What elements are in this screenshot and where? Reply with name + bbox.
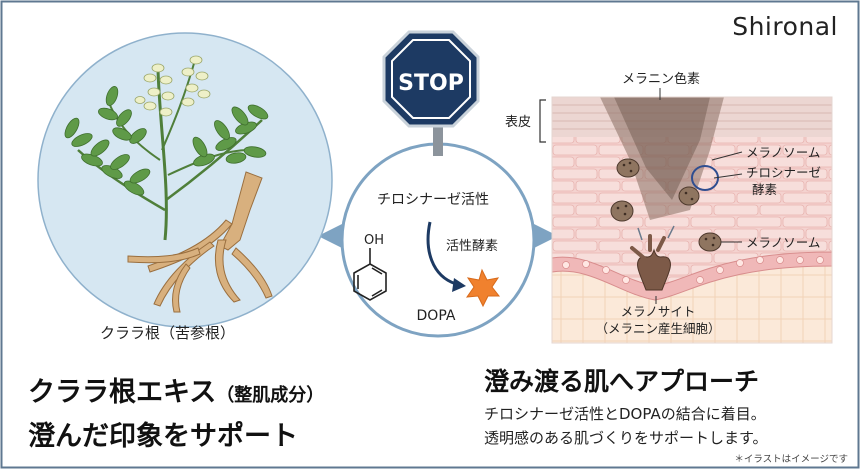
right-headline-title: 澄み渡る肌へアプローチ (484, 367, 760, 396)
melanosome-top-label: メラノソーム (746, 145, 820, 160)
active-enzyme-icon (465, 268, 501, 308)
plant-caption: クララ根（苦参根） (100, 324, 236, 342)
epidermis-bracket (539, 99, 546, 143)
phenol-structure (353, 248, 387, 301)
stop-sign-icon (382, 30, 480, 156)
left-headline-line2: 澄んだ印象をサポート (28, 421, 298, 452)
left-headline-small: （整肌成分） (216, 385, 325, 406)
left-headline-main: クララ根エキス (28, 377, 217, 408)
melanocyte-label-line2: （メラニン産生細胞） (595, 321, 720, 336)
melanocyte-cell (630, 234, 671, 291)
kurara-plant-illustration (64, 55, 273, 313)
arrow-left-connector (318, 222, 346, 250)
melanocyte-label-line1: メラノサイト (621, 304, 696, 319)
melanin-pigment-label: メラニン色素 (622, 71, 700, 87)
melanosome-group (610, 158, 722, 252)
skin-cross-section (552, 97, 832, 343)
active-enzyme-label: 活性酵素 (446, 239, 498, 254)
reaction-arrow (426, 221, 457, 286)
right-description-line2: 透明感のある肌づくりをサポートします。 (484, 429, 768, 447)
left-headline-line1: クララ根エキス（整肌成分） (28, 370, 324, 409)
plant-circle (37, 32, 333, 328)
right-description-line1: チロシナーゼ活性とDOPAの結合に着目。 (484, 405, 766, 423)
dopa-label: DOPA (417, 308, 456, 324)
stop-sign-label: STOP (398, 71, 464, 96)
illustration-note: ＊イラストはイメージです (734, 454, 848, 465)
tyrosinase-activity-label: チロシナーゼ活性 (377, 192, 489, 208)
oh-label: OH (364, 233, 384, 248)
arrow-right-connector (530, 222, 558, 250)
tyrosinase-label-line1: チロシナーゼ (746, 165, 821, 180)
tyrosinase-label-line2: 酵素 (752, 182, 777, 197)
reaction-arrowhead (452, 278, 466, 292)
tyrosinase-highlight (691, 165, 719, 191)
epidermis-label: 表皮 (505, 115, 531, 130)
melanosome-side-label: メラノソーム (746, 235, 820, 250)
brand-logo: Shironal (732, 12, 838, 41)
